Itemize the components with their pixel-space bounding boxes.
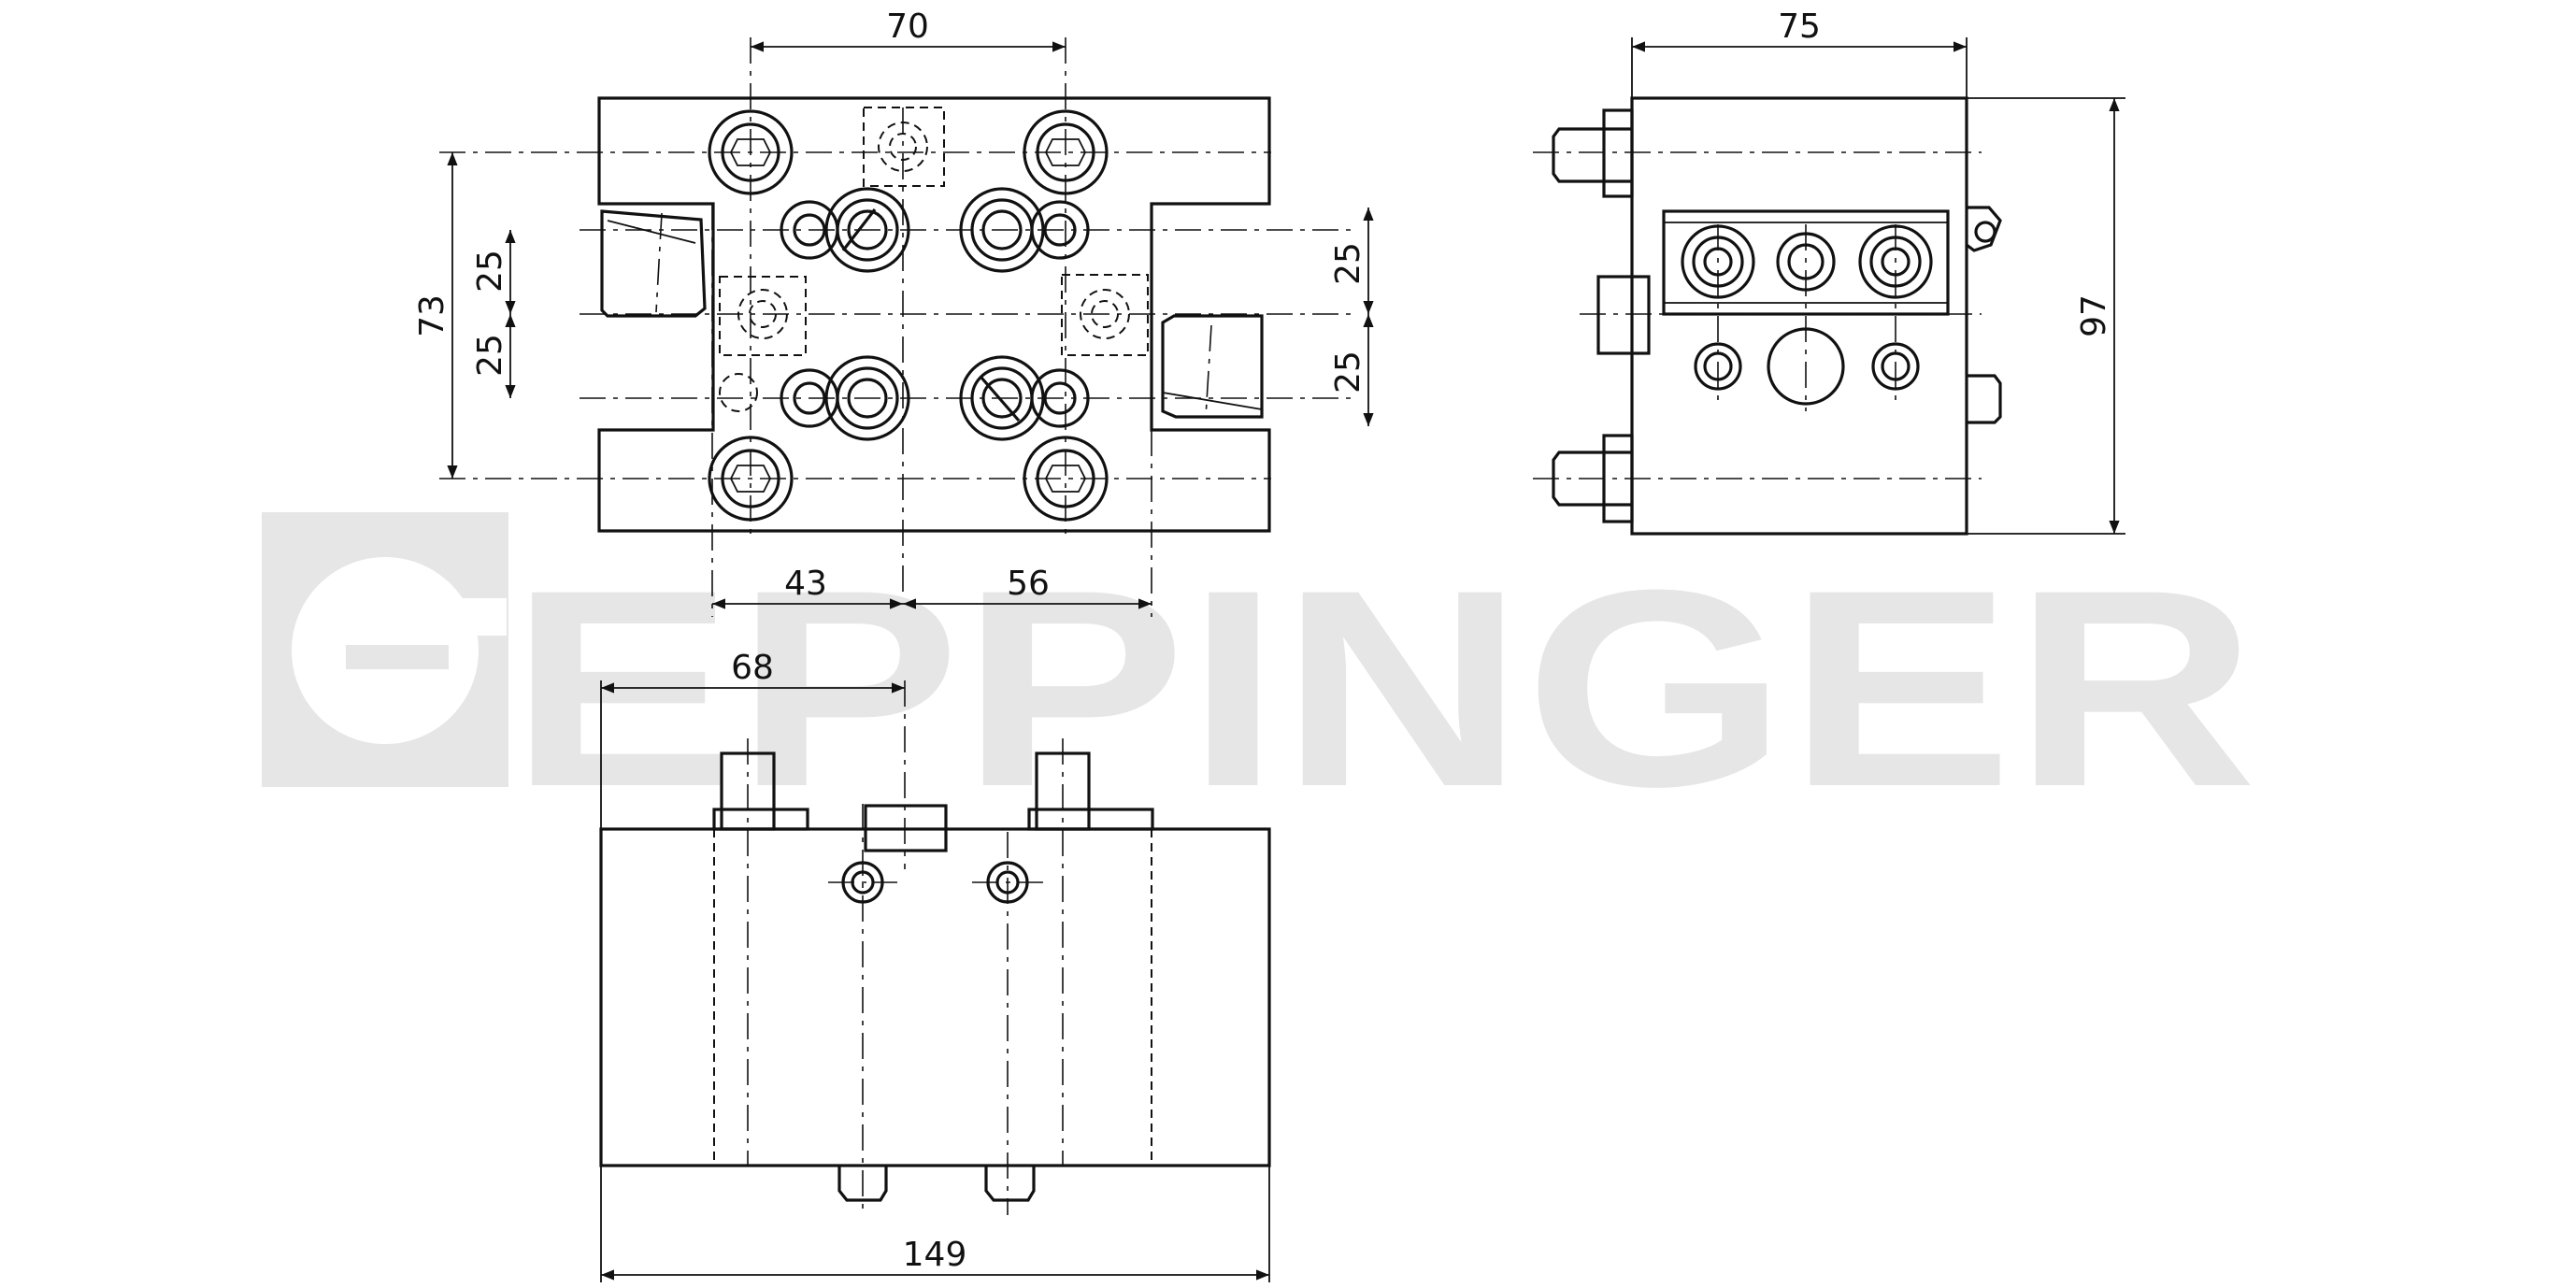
front-body-outline <box>597 96 1271 533</box>
bottom-body-outline <box>599 827 1271 1167</box>
dim-top-spacing: 70 <box>886 7 929 46</box>
side-clamp-plate <box>1662 209 1950 316</box>
dim-right-lower: 25 <box>1329 351 1367 394</box>
bottom-key-block <box>864 804 948 852</box>
dim-bottom-offset: 68 <box>731 649 774 687</box>
side-view: 75 97 <box>1533 7 2125 536</box>
dim-height-total: 73 <box>413 294 451 337</box>
dim-side-width: 75 <box>1778 7 1821 46</box>
dim-bottom-right: 56 <box>1007 565 1050 603</box>
right-wedge-clamp <box>1161 314 1264 419</box>
dim-height-upper: 25 <box>471 250 509 293</box>
bottom-view: 68 149 <box>599 649 1271 1282</box>
eppinger-watermark: EPPINGER <box>262 512 2257 845</box>
dim-right-upper: 25 <box>1329 242 1367 285</box>
side-body-outline <box>1630 96 1968 536</box>
left-wedge-clamp <box>600 209 707 318</box>
dim-height-lower: 25 <box>471 334 509 377</box>
front-view: 70 73 25 25 25 25 43 56 <box>413 7 1374 617</box>
dim-bottom-left: 43 <box>784 565 827 603</box>
dim-bottom-length: 149 <box>903 1236 967 1274</box>
dim-side-height: 97 <box>2075 294 2113 337</box>
